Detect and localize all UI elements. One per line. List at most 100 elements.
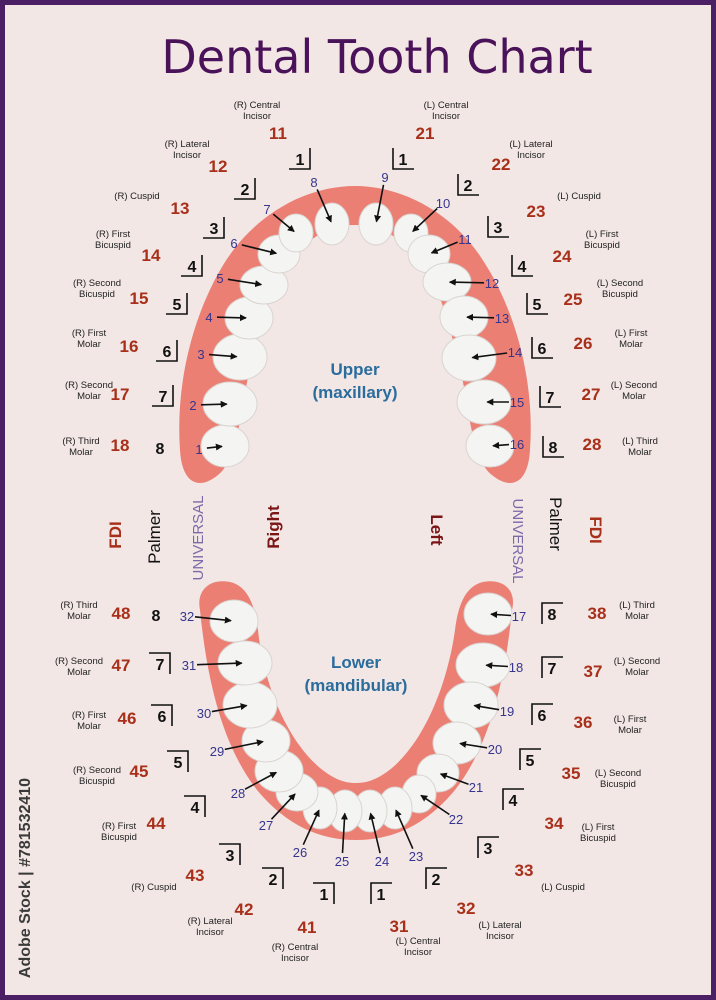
palmer-bracket-11 — [487, 216, 509, 238]
tooth-name-19-line1: (L) First — [614, 714, 647, 725]
palmer-number-23: 2 — [432, 872, 441, 889]
palmer-number-5: 4 — [188, 259, 197, 276]
tooth-32 — [209, 599, 259, 643]
fdi-number-22: 33 — [515, 861, 534, 880]
universal-number-30: 30 — [197, 706, 211, 721]
left-side-label: Left — [427, 514, 446, 546]
fdi-number-14: 26 — [574, 334, 593, 353]
palmer-number-28: 4 — [191, 800, 200, 817]
tooth-name-8-line1: (R) Central — [234, 100, 280, 111]
fdi-number-1: 18 — [111, 436, 130, 455]
fdi-number-20: 35 — [562, 764, 581, 783]
fdi-number-5: 14 — [142, 246, 161, 265]
tooth-pointer-arrow-20 — [459, 740, 488, 749]
universal-number-32: 32 — [180, 609, 194, 624]
palmer-bracket-19 — [531, 703, 553, 725]
palmer-side-label-left: Palmer — [145, 510, 164, 564]
universal-number-21: 21 — [469, 780, 483, 795]
palmer-bracket-30 — [151, 704, 173, 726]
tooth-name-29-line2: Bicuspid — [79, 776, 115, 787]
universal-number-25: 25 — [335, 854, 349, 869]
fdi-number-26: 42 — [235, 900, 254, 919]
universal-number-3: 3 — [197, 347, 204, 362]
universal-number-12: 12 — [485, 276, 499, 291]
palmer-number-6: 3 — [210, 221, 219, 238]
tooth-name-29-line1: (R) Second — [73, 765, 121, 776]
palmer-number-8: 1 — [296, 152, 305, 169]
palmer-bracket-20 — [519, 748, 541, 770]
palmer-bracket-15 — [539, 386, 561, 408]
palmer-number-18: 7 — [548, 661, 557, 678]
tooth-name-32-line2: Molar — [67, 611, 91, 622]
fdi-number-8: 11 — [269, 124, 287, 143]
tooth-1 — [200, 424, 250, 468]
universal-number-14: 14 — [508, 345, 522, 360]
tooth-name-13-line1: (L) Second — [597, 278, 643, 289]
tooth-name-20-line1: (L) Second — [595, 768, 641, 779]
universal-number-18: 18 — [509, 660, 523, 675]
tooth-name-1-line2: Molar — [69, 447, 93, 458]
tooth-name-13-line2: Bicuspid — [602, 289, 638, 300]
palmer-number-19: 6 — [538, 708, 547, 725]
palmer-number-26: 2 — [269, 872, 278, 889]
palmer-number-9: 1 — [399, 152, 408, 169]
tooth-pointer-arrow-30 — [211, 703, 248, 713]
tooth-pointer-arrow-4 — [216, 314, 247, 322]
tooth-name-27-line1: (R) Cuspid — [131, 882, 176, 893]
tooth-pointer-arrow-14 — [471, 352, 508, 361]
tooth-name-4-line2: Bicuspid — [79, 289, 115, 300]
tooth-pointer-arrow-31 — [196, 659, 243, 667]
fdi-number-27: 43 — [186, 866, 205, 885]
universal-side-label-left: UNIVERSAL — [190, 495, 207, 580]
tooth-30 — [222, 681, 278, 729]
palmer-number-4: 5 — [173, 297, 182, 314]
tooth-pointer-arrow-28 — [244, 771, 278, 790]
palmer-bracket-12 — [511, 255, 533, 277]
fdi-side-label-left: FDI — [106, 521, 125, 548]
tooth-17 — [463, 592, 513, 636]
tooth-pointer-arrow-5 — [227, 278, 263, 288]
tooth-name-32-line1: (R) Third — [60, 600, 97, 611]
fdi-number-12: 24 — [553, 247, 572, 266]
upper-arch-label-line1: Upper — [330, 360, 380, 379]
palmer-number-16: 8 — [549, 440, 558, 457]
tooth-pointer-arrow-29 — [224, 739, 264, 751]
universal-number-24: 24 — [375, 854, 389, 869]
universal-number-6: 6 — [230, 236, 237, 251]
tooth-name-3-line1: (R) First — [72, 328, 107, 339]
universal-number-23: 23 — [409, 849, 423, 864]
palmer-bracket-16 — [542, 436, 564, 458]
universal-number-31: 31 — [182, 658, 196, 673]
tooth-16 — [465, 424, 515, 468]
palmer-number-25: 1 — [320, 887, 329, 904]
fdi-number-9: 21 — [416, 124, 435, 143]
tooth-name-25-line1: (R) Central — [272, 942, 318, 953]
universal-number-22: 22 — [449, 812, 463, 827]
palmer-number-3: 6 — [163, 344, 172, 361]
tooth-pointer-arrow-12 — [448, 278, 485, 286]
tooth-name-31-line2: Molar — [67, 667, 91, 678]
palmer-bracket-10 — [457, 174, 479, 196]
tooth-name-31-line1: (R) Second — [55, 656, 103, 667]
palmer-number-10: 2 — [464, 178, 473, 195]
fdi-number-28: 44 — [147, 814, 166, 833]
tooth-name-9-line1: (L) Central — [424, 100, 469, 111]
tooth-name-30-line2: Molar — [77, 721, 101, 732]
palmer-bracket-26 — [262, 867, 284, 889]
tooth-name-5-line1: (R) First — [96, 229, 131, 240]
tooth-pointer-arrow-24 — [368, 812, 381, 854]
tooth-name-7-line2: Incisor — [173, 150, 201, 161]
universal-side-label-right: UNIVERSAL — [509, 498, 526, 583]
tooth-name-4-line1: (R) Second — [73, 278, 121, 289]
tooth-name-10-line2: Incisor — [517, 150, 545, 161]
palmer-number-13: 5 — [533, 297, 542, 314]
universal-number-13: 13 — [495, 311, 509, 326]
palmer-number-22: 3 — [484, 841, 493, 858]
tooth-pointer-arrow-18 — [485, 662, 509, 670]
tooth-pointer-arrow-23 — [395, 809, 414, 850]
tooth-name-26-line2: Incisor — [196, 927, 224, 938]
palmer-side-label-right: Palmer — [546, 497, 565, 551]
tooth-name-24-line1: (L) Central — [396, 936, 441, 947]
